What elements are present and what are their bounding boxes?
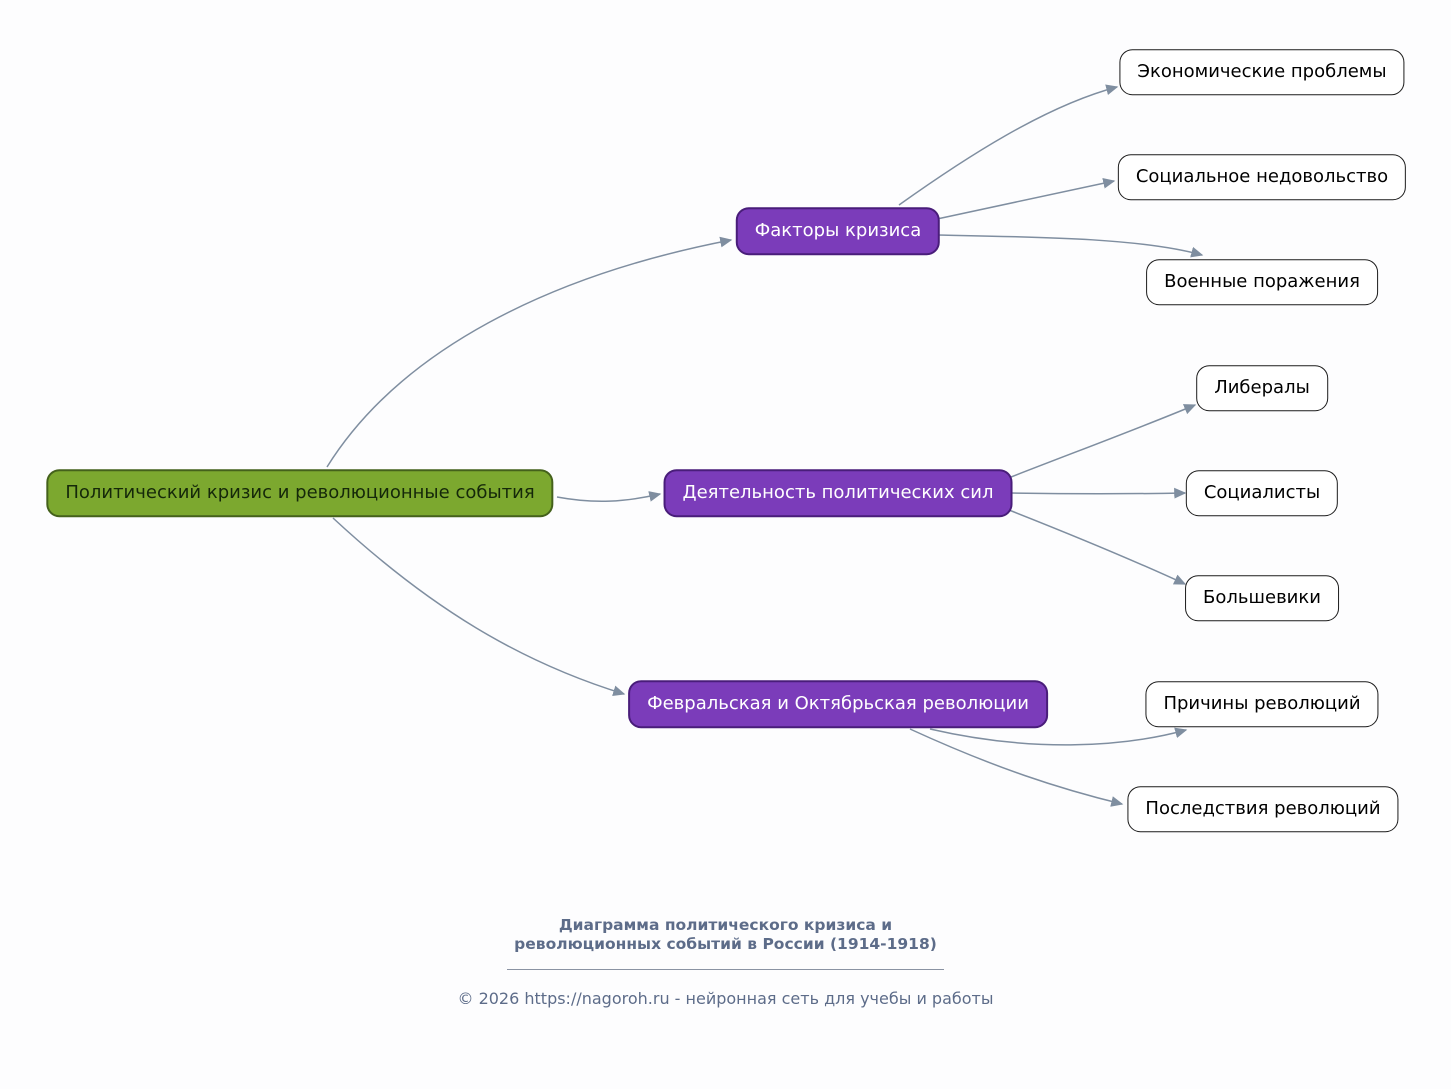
diagram-caption-line1: Диаграмма политического кризиса и <box>558 916 893 934</box>
connector-revolutions-to-causes <box>929 727 1188 746</box>
leaf-node-military-defeats: Военные поражения <box>1146 259 1378 305</box>
diagram-caption: Диаграмма политического кризиса и револю… <box>0 916 1451 954</box>
branch-node-revolutions: Февральская и Октябрьская революции <box>628 680 1048 728</box>
leaf-node-bolsheviks: Большевики <box>1185 575 1339 621</box>
root-node: Политический кризис и революционные собы… <box>46 469 554 517</box>
footer-divider <box>507 969 944 970</box>
leaf-node-revolution-consequences: Последствия революций <box>1127 786 1399 832</box>
leaf-node-revolution-causes: Причины революций <box>1145 681 1379 727</box>
connector-factors-to-social-discontent <box>936 177 1116 220</box>
diagram-caption-line2: революционных событий в России (1914-191… <box>514 935 937 953</box>
leaf-node-liberals: Либералы <box>1196 365 1328 411</box>
leaf-node-economic-problems: Экономические проблемы <box>1119 49 1405 95</box>
leaf-node-socialists: Социалисты <box>1185 470 1339 516</box>
connector-forces-to-liberals <box>1010 404 1197 478</box>
copyright-text: © 2026 https://nagoroh.ru - нейронная се… <box>457 989 994 1008</box>
connector-root-to-political-forces <box>556 491 662 502</box>
branch-node-political-forces: Деятельность политических сил <box>663 469 1013 517</box>
connector-revolutions-to-consequences <box>909 728 1124 807</box>
connector-root-to-crisis-factors <box>326 236 733 468</box>
connector-root-to-revolutions <box>332 517 626 696</box>
connector-factors-to-military-defeats <box>936 234 1204 258</box>
branch-node-crisis-factors: Факторы кризиса <box>735 207 941 255</box>
connector-factors-to-economic-problems <box>898 84 1119 206</box>
leaf-node-social-discontent: Социальное недовольство <box>1117 154 1407 200</box>
connector-forces-to-socialists <box>1010 487 1187 499</box>
connector-forces-to-bolsheviks <box>1008 509 1187 585</box>
footer: Диаграмма политического кризиса и револю… <box>0 916 1451 1008</box>
